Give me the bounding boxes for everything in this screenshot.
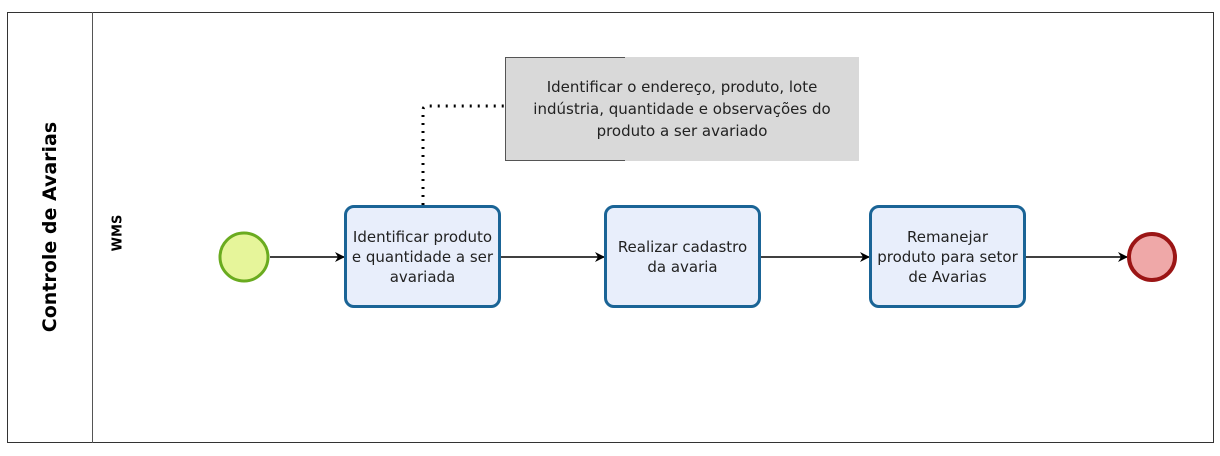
- end-event: [1127, 232, 1177, 282]
- start-event: [218, 231, 270, 283]
- task-identify-product[interactable]: Identificar produto e quantidade a ser a…: [344, 205, 501, 308]
- task-label: Remanejar produto para setor de Avarias: [877, 227, 1018, 286]
- task-relocate-product[interactable]: Remanejar produto para setor de Avarias: [869, 205, 1026, 308]
- pool-header: [7, 12, 93, 443]
- annotation-text: Identificar o endereço, produto, lote in…: [533, 78, 831, 140]
- task-register-damage[interactable]: Realizar cadastro da avaria: [604, 205, 761, 308]
- text-annotation: Identificar o endereço, produto, lote in…: [505, 57, 859, 161]
- annotation-association: [421, 104, 505, 205]
- task-label: Identificar produto e quantidade a ser a…: [351, 227, 494, 286]
- annotation-bracket: [505, 57, 625, 161]
- pool: [7, 12, 1214, 443]
- task-label: Realizar cadastro da avaria: [617, 237, 748, 276]
